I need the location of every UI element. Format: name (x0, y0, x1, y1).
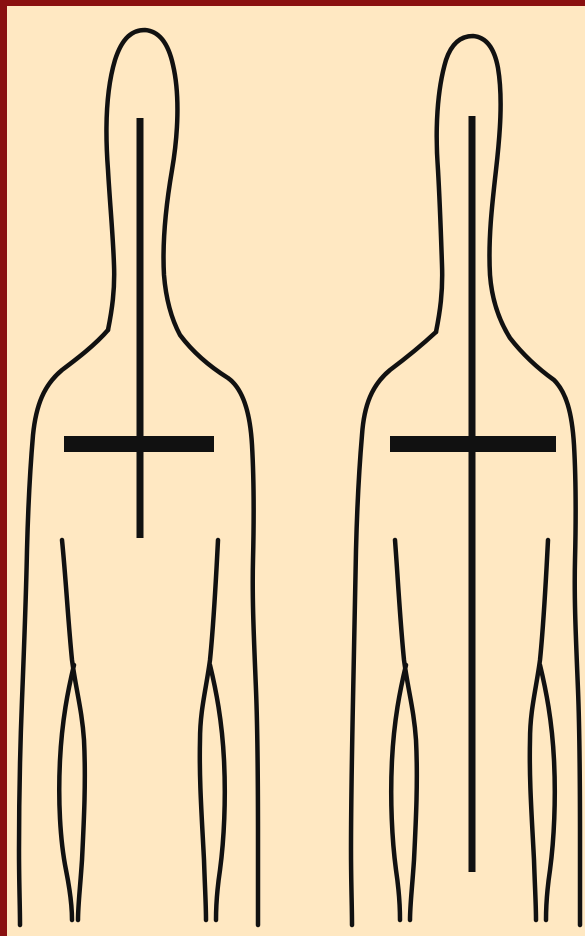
right-figure-left-arm-inner (395, 540, 417, 920)
right-figure-left-arm-outer (391, 665, 406, 920)
right-figure-head-neck-shoulders (436, 36, 580, 925)
left-figure-left-side (19, 330, 108, 925)
right-figure-right-arm-outer (540, 665, 555, 920)
left-figure-right-arm-outer (210, 665, 225, 920)
left-figure-head-neck-shoulders (106, 30, 258, 925)
left-figure (19, 30, 258, 925)
left-figure-right-arm-inner (200, 540, 218, 920)
left-figure-left-arm-outer (59, 665, 74, 920)
right-figure-right-arm-inner (530, 540, 548, 920)
right-figure (351, 36, 580, 925)
